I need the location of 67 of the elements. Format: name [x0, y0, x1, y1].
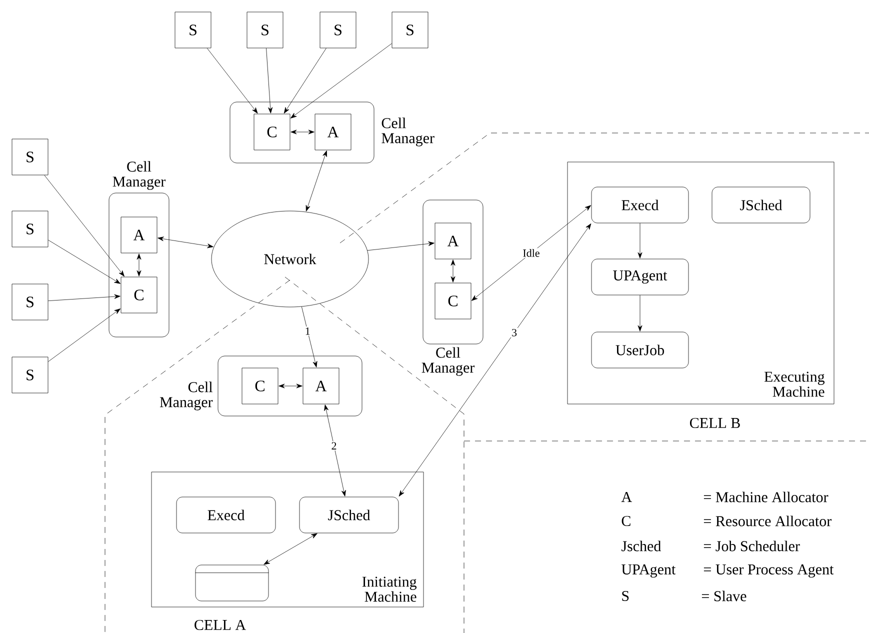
arrow — [48, 294, 120, 302]
legend-definition: = Resource Allocator — [704, 516, 832, 526]
arrow — [48, 308, 121, 362]
arrow — [398, 223, 592, 496]
slave-box: S — [174, 12, 212, 48]
slave-box: S — [246, 12, 284, 48]
process-box: JSched — [712, 186, 810, 224]
edge-label: Idle — [522, 248, 541, 258]
arrow — [264, 533, 318, 565]
legend-definition: = Job Scheduler — [704, 540, 800, 552]
allocator-box: C — [254, 114, 290, 150]
database-cylinder — [195, 564, 269, 602]
arrow — [638, 223, 642, 258]
arrow — [48, 240, 120, 284]
legend-definition: = Slave — [702, 590, 746, 602]
arrow — [306, 150, 327, 212]
slave-box: S — [12, 356, 48, 394]
arrow — [290, 130, 314, 134]
arrow — [158, 236, 214, 248]
process-box: UserJob — [591, 332, 689, 368]
arrow — [136, 254, 142, 276]
arrow — [206, 48, 258, 114]
process-box: UPAgent — [591, 258, 689, 296]
allocator-box: A — [302, 368, 340, 404]
allocator-box: A — [434, 222, 472, 260]
slave-box: S — [320, 12, 356, 48]
slave-box: S — [392, 12, 428, 48]
arrow — [638, 295, 642, 332]
arrow — [324, 404, 346, 496]
allocator-box: A — [314, 114, 352, 150]
slave-box: S — [12, 210, 48, 248]
edge-label: 2 — [330, 441, 338, 450]
arrow — [44, 175, 124, 277]
legend-definition: = Machine Allocator — [704, 492, 828, 502]
arrow — [284, 48, 326, 114]
process-box: Execd — [591, 186, 689, 224]
process-box: JSched — [299, 496, 399, 534]
allocator-box: A — [120, 216, 158, 254]
process-box: Execd — [176, 496, 276, 534]
slave-box: S — [12, 284, 48, 320]
cell-label: CELL A — [194, 620, 246, 630]
node-heading: Cell Manager — [112, 161, 166, 190]
arrow — [471, 205, 592, 301]
slave-box: S — [12, 138, 48, 176]
node-heading: Initiating Machine — [362, 576, 417, 602]
arrow — [266, 48, 273, 114]
arrow — [367, 241, 434, 251]
legend-term: A — [621, 492, 632, 502]
legend-term: C — [622, 516, 630, 526]
arrow — [301, 306, 318, 368]
node-heading: Cell Manager — [422, 347, 475, 376]
arrow — [450, 260, 456, 282]
node-heading: Cell Manager — [382, 118, 434, 146]
edge-label: 1 — [304, 326, 312, 336]
legend-term: UPAgent — [622, 564, 676, 578]
arrow — [278, 384, 302, 388]
allocator-box: C — [120, 276, 158, 314]
legend-term: Jsched — [622, 540, 661, 552]
node-heading: Executing Machine — [764, 372, 825, 397]
edge-label: 3 — [510, 328, 518, 338]
allocator-box: C — [242, 368, 278, 404]
legend-term: S — [622, 590, 629, 602]
node-heading: Cell Manager — [160, 382, 213, 410]
cell-label: CELL B — [690, 418, 740, 428]
arrow — [290, 43, 392, 118]
legend-definition: = User Process Agent — [704, 564, 834, 578]
allocator-box: C — [434, 282, 472, 320]
